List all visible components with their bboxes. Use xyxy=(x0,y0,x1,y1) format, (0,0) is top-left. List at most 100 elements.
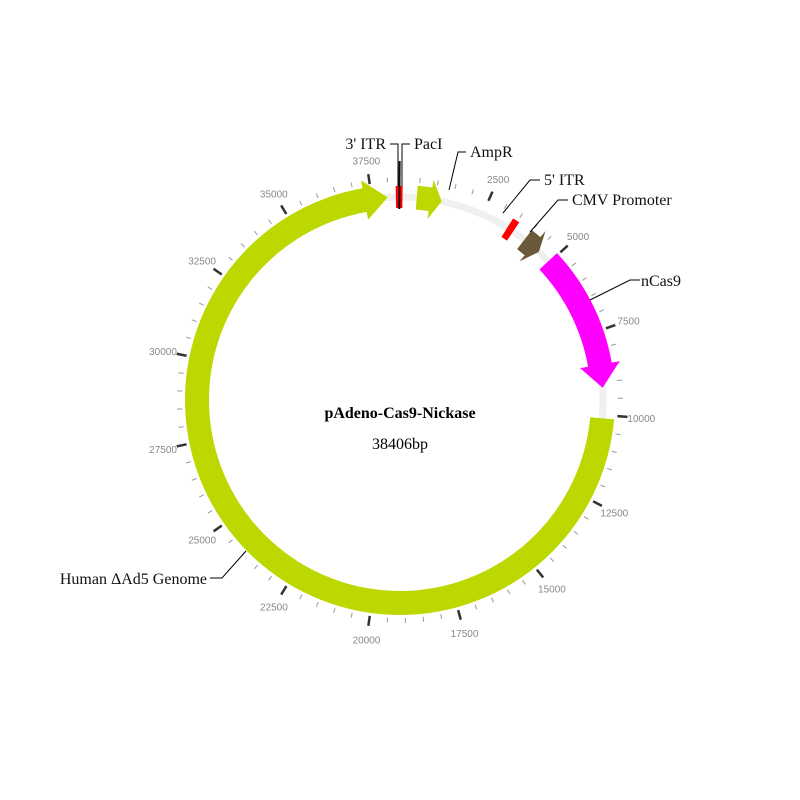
tick-label: 20000 xyxy=(353,636,381,647)
tick-label: 10000 xyxy=(627,414,655,425)
tick-label: 12500 xyxy=(600,508,628,519)
minor-tick xyxy=(522,580,526,585)
minor-tick xyxy=(562,544,567,549)
feature-leader-lines xyxy=(210,143,640,579)
cmv-promoter-arc[interactable] xyxy=(517,230,546,262)
minor-tick xyxy=(610,343,617,346)
paci-leader-line xyxy=(401,143,410,186)
tick-label: 37500 xyxy=(352,156,380,167)
major-tick xyxy=(176,443,187,448)
minor-tick xyxy=(615,433,621,436)
minor-tick xyxy=(474,604,478,610)
ampr-leader-line xyxy=(448,151,466,191)
tick-label: 2500 xyxy=(487,175,510,186)
minor-tick xyxy=(191,319,197,323)
cmv-promoter-label[interactable]: CMV Promoter xyxy=(572,192,672,209)
minor-tick xyxy=(611,450,617,453)
minor-tick xyxy=(315,193,319,199)
feature-arcs xyxy=(184,160,620,615)
minor-tick xyxy=(440,614,443,620)
minor-tick xyxy=(519,213,523,219)
minor-tick xyxy=(350,182,353,188)
major-tick xyxy=(487,191,494,202)
tick-label: 25000 xyxy=(188,535,216,546)
major-tick xyxy=(535,568,545,579)
minor-tick xyxy=(454,184,457,190)
minor-tick xyxy=(332,187,336,193)
minor-tick xyxy=(178,426,184,428)
ampr-label[interactable]: AmpR xyxy=(470,144,513,161)
five-itr-arc[interactable] xyxy=(501,218,520,241)
major-tick xyxy=(212,267,223,276)
minor-tick xyxy=(228,539,233,544)
minor-tick xyxy=(471,189,474,195)
major-tick xyxy=(280,585,288,596)
major-tick xyxy=(617,414,628,419)
minor-tick xyxy=(606,467,612,471)
tick-label: 5000 xyxy=(567,232,590,243)
plasmid-name: pAdeno-Cas9-Nickase xyxy=(324,405,475,422)
minor-tick xyxy=(422,616,425,622)
minor-tick xyxy=(178,372,184,374)
paci-label[interactable]: PacI xyxy=(414,136,442,153)
minor-tick xyxy=(299,200,303,206)
minor-tick xyxy=(582,277,587,281)
major-tick xyxy=(367,615,372,626)
tick-label: 27500 xyxy=(149,445,177,456)
ncas9-leader-line xyxy=(589,279,640,301)
minor-tick xyxy=(573,530,579,535)
minor-tick xyxy=(253,564,258,570)
minor-tick xyxy=(185,461,192,464)
major-tick xyxy=(592,500,603,507)
minor-tick xyxy=(549,557,555,562)
ncas9-label[interactable]: nCas9 xyxy=(641,273,681,290)
tick-label: 17500 xyxy=(451,629,479,640)
major-tick xyxy=(176,352,187,357)
minor-tick xyxy=(333,607,336,614)
minor-tick xyxy=(185,336,192,339)
major-tick xyxy=(559,244,569,254)
tick-marks xyxy=(176,174,628,626)
human-ad5-genome-label[interactable]: Human ΔAd5 Genome xyxy=(60,571,207,588)
feature-labels: Human ΔAd5 Genome AmpR nCas9 CMV Promoter 3'… xyxy=(60,136,681,588)
minor-tick xyxy=(571,262,577,267)
minor-tick xyxy=(436,180,439,186)
minor-tick xyxy=(299,594,303,600)
minor-tick xyxy=(599,309,605,313)
minor-tick xyxy=(207,510,213,514)
major-tick xyxy=(456,609,462,621)
major-tick xyxy=(367,174,371,185)
plasmid-length: 38406bp xyxy=(372,436,428,453)
tick-label: 35000 xyxy=(260,189,288,200)
minor-tick xyxy=(268,219,272,225)
minor-tick xyxy=(268,575,272,581)
minor-tick xyxy=(228,256,233,261)
major-tick xyxy=(212,524,223,533)
minor-tick xyxy=(583,516,589,520)
human-ad5-genome-leader-line xyxy=(210,550,247,579)
ampr-arc[interactable] xyxy=(415,179,442,220)
minor-tick xyxy=(207,286,213,290)
minor-tick xyxy=(503,204,508,209)
human-ad5-genome-arc[interactable] xyxy=(184,180,615,615)
ncas9-arc[interactable] xyxy=(539,253,620,388)
tick-labels: 2500 5000 7500 10000 12500 15000 17500 20000 225… xyxy=(149,156,656,646)
tick-label: 7500 xyxy=(617,316,640,327)
minor-tick xyxy=(198,494,204,498)
five-itr-leader-line xyxy=(502,179,540,214)
three-itr-label[interactable]: 3' ITR xyxy=(345,136,386,153)
major-tick xyxy=(280,204,288,215)
minor-tick xyxy=(350,612,353,618)
five-itr-label[interactable]: 5' ITR xyxy=(544,172,585,189)
minor-tick xyxy=(506,589,511,595)
minor-tick xyxy=(315,601,319,607)
tick-label: 22500 xyxy=(260,603,288,614)
tick-label: 32500 xyxy=(188,257,216,268)
major-tick xyxy=(605,323,616,330)
minor-tick xyxy=(253,230,258,236)
tick-label: 15000 xyxy=(538,584,566,595)
minor-tick xyxy=(600,484,606,488)
minor-tick xyxy=(491,597,495,603)
minor-tick xyxy=(240,243,245,248)
minor-tick xyxy=(198,302,204,306)
